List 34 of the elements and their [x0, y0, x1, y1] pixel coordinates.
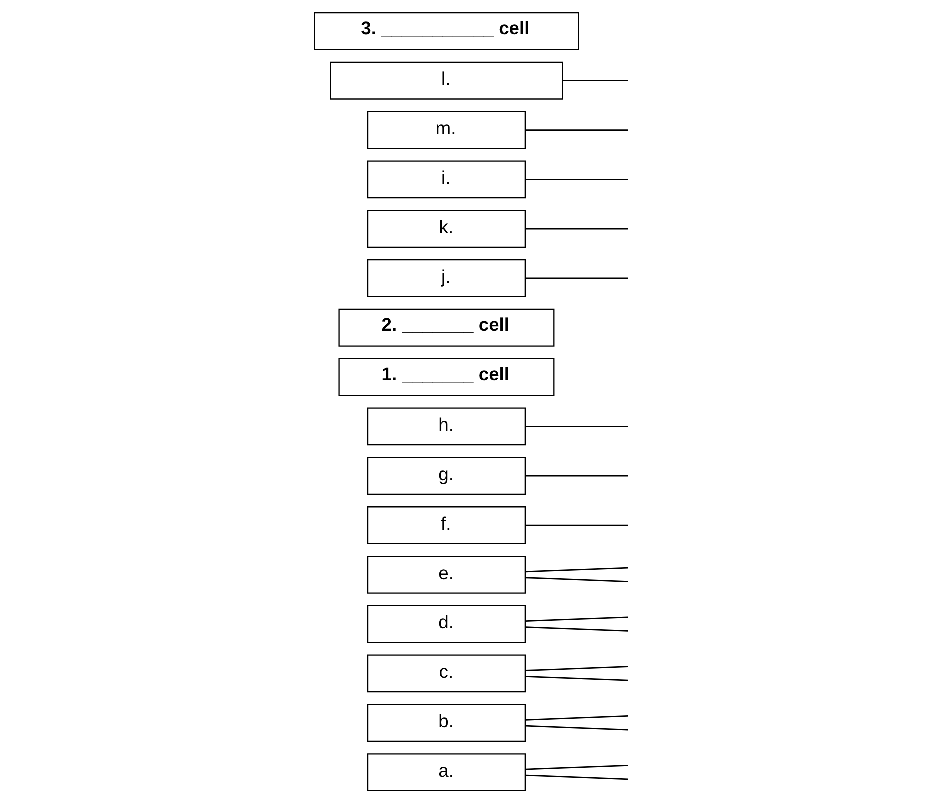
connector — [525, 179, 628, 180]
connector — [525, 774, 628, 780]
node-box: i. — [366, 160, 526, 199]
node-box: c. — [366, 654, 526, 693]
node-box: m. — [366, 111, 526, 150]
connector — [525, 524, 628, 526]
node-box: b. — [366, 704, 526, 742]
connector — [525, 676, 628, 682]
connector — [525, 764, 628, 770]
connector — [525, 567, 628, 573]
connector — [525, 577, 628, 582]
node-box: 2. _______ cell — [338, 308, 554, 347]
node-box: 1. _______ cell — [338, 358, 554, 396]
connector — [525, 725, 628, 731]
node-box: a. — [366, 754, 526, 792]
node-box: h. — [366, 408, 526, 446]
node-box: f. — [366, 506, 526, 544]
connector — [525, 228, 628, 230]
node-box: g. — [366, 457, 526, 496]
connector — [525, 716, 628, 721]
connector — [525, 626, 628, 632]
node-box: e. — [366, 556, 526, 594]
node-box: l. — [330, 62, 563, 100]
node-box: j. — [366, 260, 526, 298]
connector — [525, 475, 628, 477]
connector — [525, 426, 628, 428]
connector — [525, 278, 628, 280]
node-box: k. — [366, 210, 526, 248]
node-box: d. — [366, 605, 526, 644]
connector — [562, 80, 628, 82]
connector — [525, 130, 628, 131]
node-box: 3. ___________ cell — [314, 12, 579, 50]
connector — [525, 616, 628, 622]
connector — [525, 666, 628, 672]
